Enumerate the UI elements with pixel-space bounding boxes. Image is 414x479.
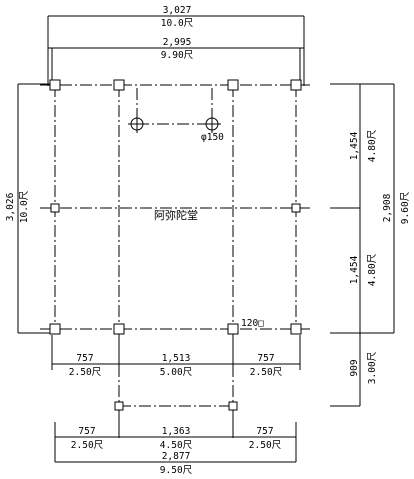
post-size-label: 120□ (241, 318, 264, 329)
post-bottom-left (49, 323, 61, 335)
posts (49, 79, 302, 411)
building-title: 阿弥陀堂 (154, 208, 198, 222)
post-top-left (49, 79, 61, 91)
post-mid-right (291, 203, 301, 213)
dim-right-total-mm: 2,908 (382, 193, 393, 222)
right-dimensions: 1,454 4.80尺 1,454 4.80尺 2,908 9.60尺 909 … (330, 83, 411, 407)
dim-row1-right-mm: 757 (257, 353, 274, 364)
dim-right-upper-shaku: 4.80尺 (367, 129, 378, 162)
dim-row2-left-mm: 757 (78, 426, 95, 437)
post-ext-right (228, 401, 238, 411)
dim-row1-left-mm: 757 (76, 353, 93, 364)
dim-row2-right-shaku: 2.50尺 (249, 440, 282, 451)
post-ext-left (114, 401, 124, 411)
dim-right-lower-mm: 1,454 (349, 255, 360, 284)
dim-row2-left-shaku: 2.50尺 (71, 440, 104, 451)
dim-bottom-total-mm: 2,877 (162, 451, 191, 462)
bottom-dimensions-row2: 757 2.50尺 1,363 4.50尺 757 2.50尺 2,877 9.… (54, 410, 297, 476)
dim-top-inner-shaku: 9.90尺 (161, 50, 194, 61)
dim-row1-mid-shaku: 5.00尺 (160, 367, 193, 378)
dim-top-inner-mm: 2,995 (163, 37, 192, 48)
dim-row1-right-shaku: 2.50尺 (250, 367, 283, 378)
dim-right-lower-shaku: 4.80尺 (367, 253, 378, 286)
dim-row2-mid-mm: 1,363 (162, 426, 191, 437)
top-dimensions: 3,027 10.0尺 2,995 9.90尺 (47, 5, 305, 86)
dim-right-total-shaku: 9.60尺 (400, 191, 411, 224)
post-mid-left (50, 203, 60, 213)
dim-right-upper-mm: 1,454 (349, 131, 360, 160)
round-pipes (128, 115, 221, 133)
dim-row1-mid-mm: 1,513 (162, 353, 191, 364)
dim-top-outer-shaku: 10.0尺 (161, 18, 194, 29)
post-top-2 (113, 79, 125, 91)
dim-left-mm: 3,026 (5, 192, 16, 221)
dim-top-outer-mm: 3,027 (163, 5, 192, 16)
dim-row2-mid-shaku: 4.50尺 (160, 440, 193, 451)
dim-right-ext-shaku: 3.00尺 (367, 351, 378, 384)
post-top-3 (227, 79, 239, 91)
bottom-dimensions-row1: 757 2.50尺 1,513 5.00尺 757 2.50尺 (51, 335, 301, 378)
dim-bottom-total-shaku: 9.50尺 (160, 465, 193, 476)
dim-row2-right-mm: 757 (256, 426, 273, 437)
dim-row1-left-shaku: 2.50尺 (69, 367, 102, 378)
post-bottom-right (290, 323, 302, 335)
post-bottom-3 (227, 323, 239, 335)
dim-left-shaku: 10.0尺 (19, 190, 30, 223)
pipe-label: φ150 (201, 132, 224, 143)
post-bottom-2 (113, 323, 125, 335)
post-top-right (290, 79, 302, 91)
dim-right-ext-mm: 909 (349, 359, 360, 376)
